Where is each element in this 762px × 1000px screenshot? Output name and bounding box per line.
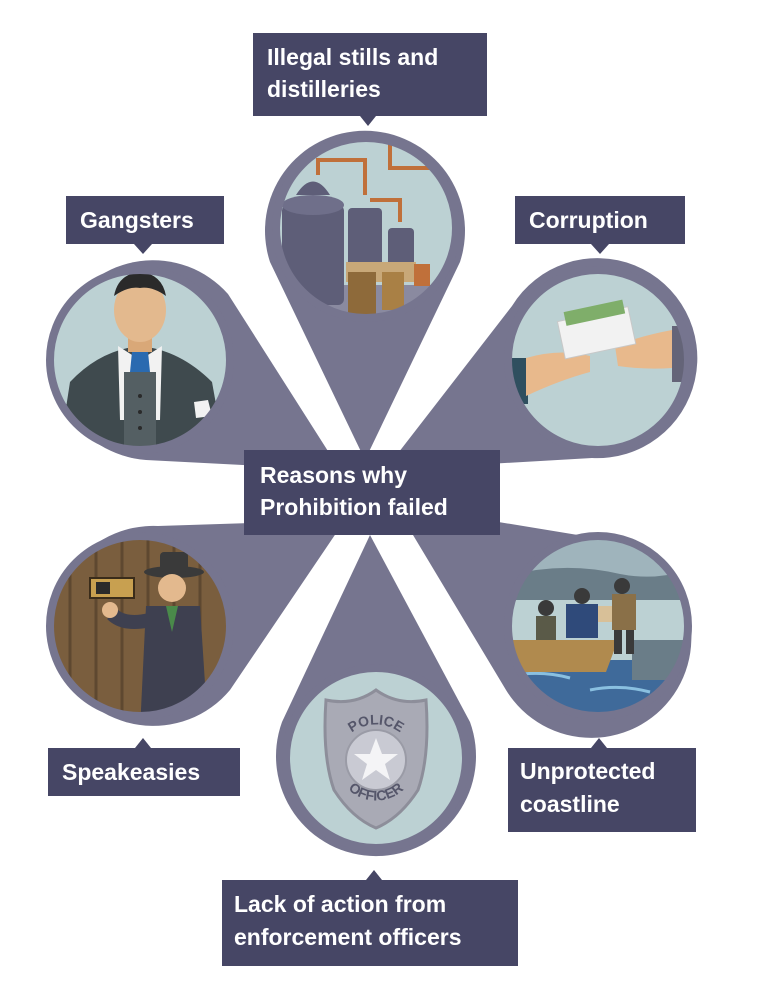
label-coastline-line2: coastline <box>520 791 620 817</box>
label-speakeasies-text: Speakeasies <box>62 759 200 785</box>
label-gangsters-text: Gangsters <box>80 207 194 233</box>
svg-text:POLICE: POLICE <box>345 711 407 735</box>
badge-top-text: POLICE <box>345 711 407 735</box>
label-corruption-text: Corruption <box>529 207 648 233</box>
distillery-icon <box>272 134 460 322</box>
center-label-line2: Prohibition failed <box>260 494 448 520</box>
police-badge-icon: POLICE OFFICER <box>282 664 470 852</box>
label-enforcement: Lack of action from enforcement officers <box>222 870 518 966</box>
reason-labels: Illegal stills and distilleries Gangster… <box>48 33 696 966</box>
label-illegal-stills-line1: Illegal stills and <box>267 44 438 70</box>
label-speakeasies: Speakeasies <box>48 738 240 796</box>
illustration-circles: POLICE OFFICER <box>46 134 692 852</box>
center-label-line1: Reasons why <box>260 462 407 488</box>
center-label: Reasons why Prohibition failed <box>244 450 500 535</box>
label-illegal-stills-line2: distilleries <box>267 76 381 102</box>
label-coastline-line1: Unprotected <box>520 758 655 784</box>
gangster-icon <box>46 266 234 454</box>
label-corruption: Corruption <box>515 196 685 254</box>
speakeasy-door-icon <box>46 532 234 720</box>
label-enforcement-line2: enforcement officers <box>234 924 462 950</box>
label-enforcement-line1: Lack of action from <box>234 891 446 917</box>
label-unprotected-coastline: Unprotected coastline <box>508 738 696 832</box>
bribe-handshake-icon <box>504 266 692 454</box>
label-illegal-stills: Illegal stills and distilleries <box>253 33 487 126</box>
label-gangsters: Gangsters <box>66 196 224 254</box>
